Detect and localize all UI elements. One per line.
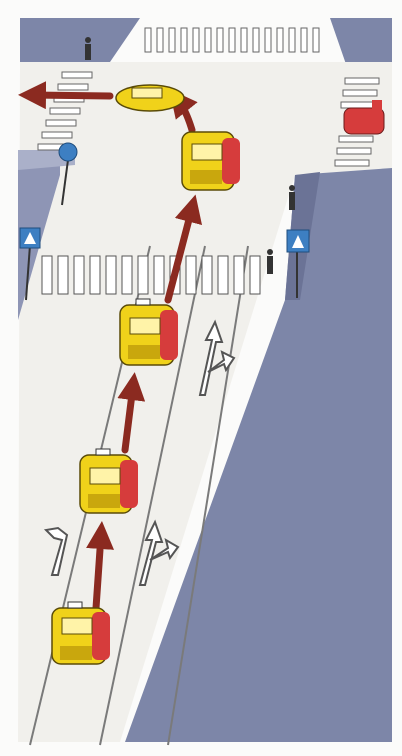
pedestrian-right-lower <box>267 249 273 274</box>
taxi-car-near-intersection <box>182 132 240 190</box>
pedestrian-right-upper <box>289 185 295 210</box>
taxi-car-turning-left <box>116 85 184 111</box>
pedestrian-top <box>85 37 91 60</box>
taxi-car-middle <box>80 449 138 513</box>
taxi-car-upper-middle <box>120 299 178 365</box>
crosswalk-top <box>145 28 319 52</box>
taxi-car-bottom <box>52 602 110 664</box>
